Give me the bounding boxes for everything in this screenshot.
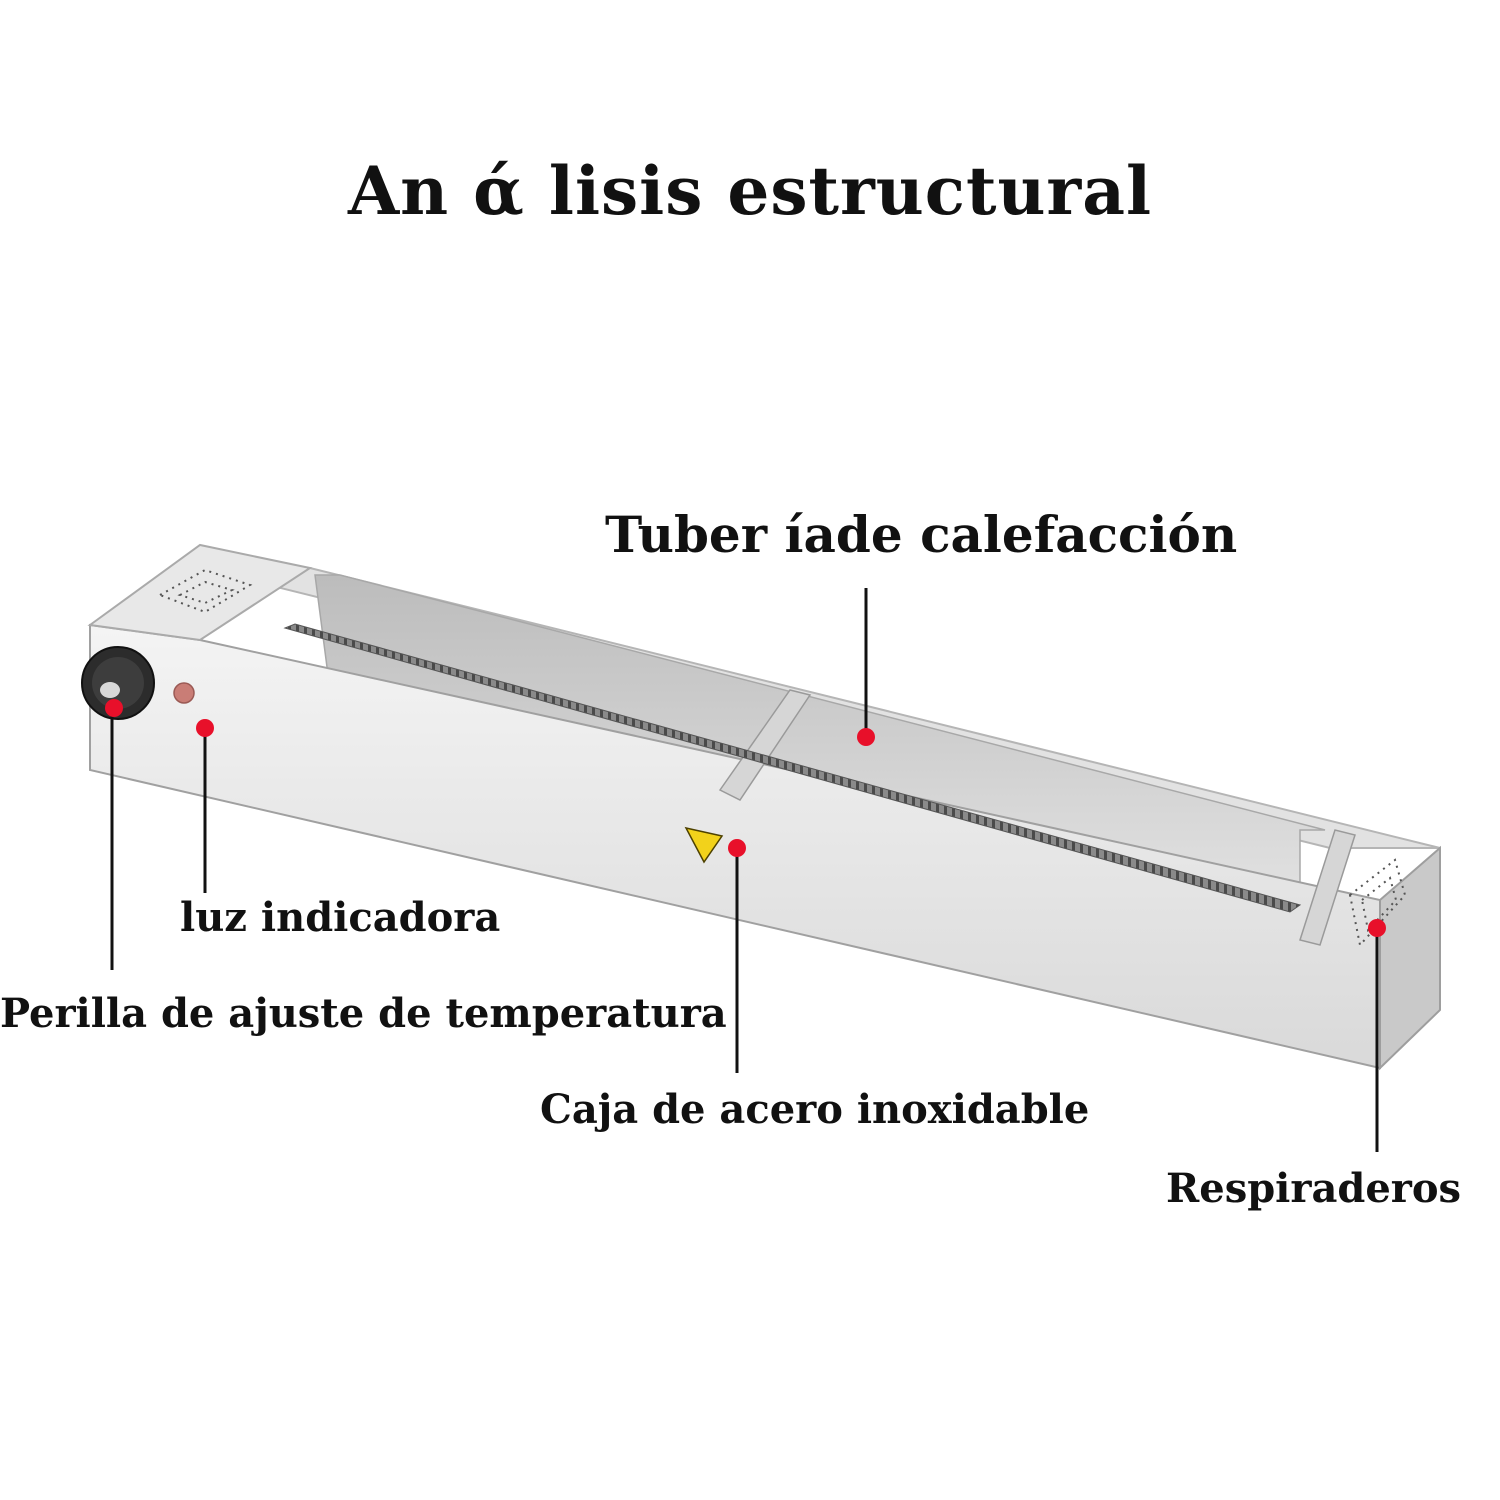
label-temperature-knob: Perilla de ajuste de temperatura (0, 990, 727, 1037)
marker-vents (1368, 919, 1386, 937)
marker-box (728, 839, 746, 857)
warning-icon (684, 826, 724, 864)
leader-lines (110, 588, 1379, 1152)
label-vents: Respiraderos (1166, 1165, 1462, 1212)
diagram-title: An ά lisis estructural (347, 152, 1153, 230)
heating-pipe (283, 623, 1302, 913)
marker-light (196, 719, 214, 737)
indicator-light (173, 682, 195, 704)
label-heating-pipe: Tuber íade calefacción (605, 505, 1238, 564)
markers (105, 699, 1386, 937)
temperature-knob (81, 646, 155, 720)
marker-knob (105, 699, 123, 717)
label-indicator-light: luz indicadora (180, 894, 501, 941)
marker-heating (857, 728, 875, 746)
left-vent-pattern (157, 568, 253, 614)
label-steel-box: Caja de acero inoxidable (540, 1086, 1090, 1133)
